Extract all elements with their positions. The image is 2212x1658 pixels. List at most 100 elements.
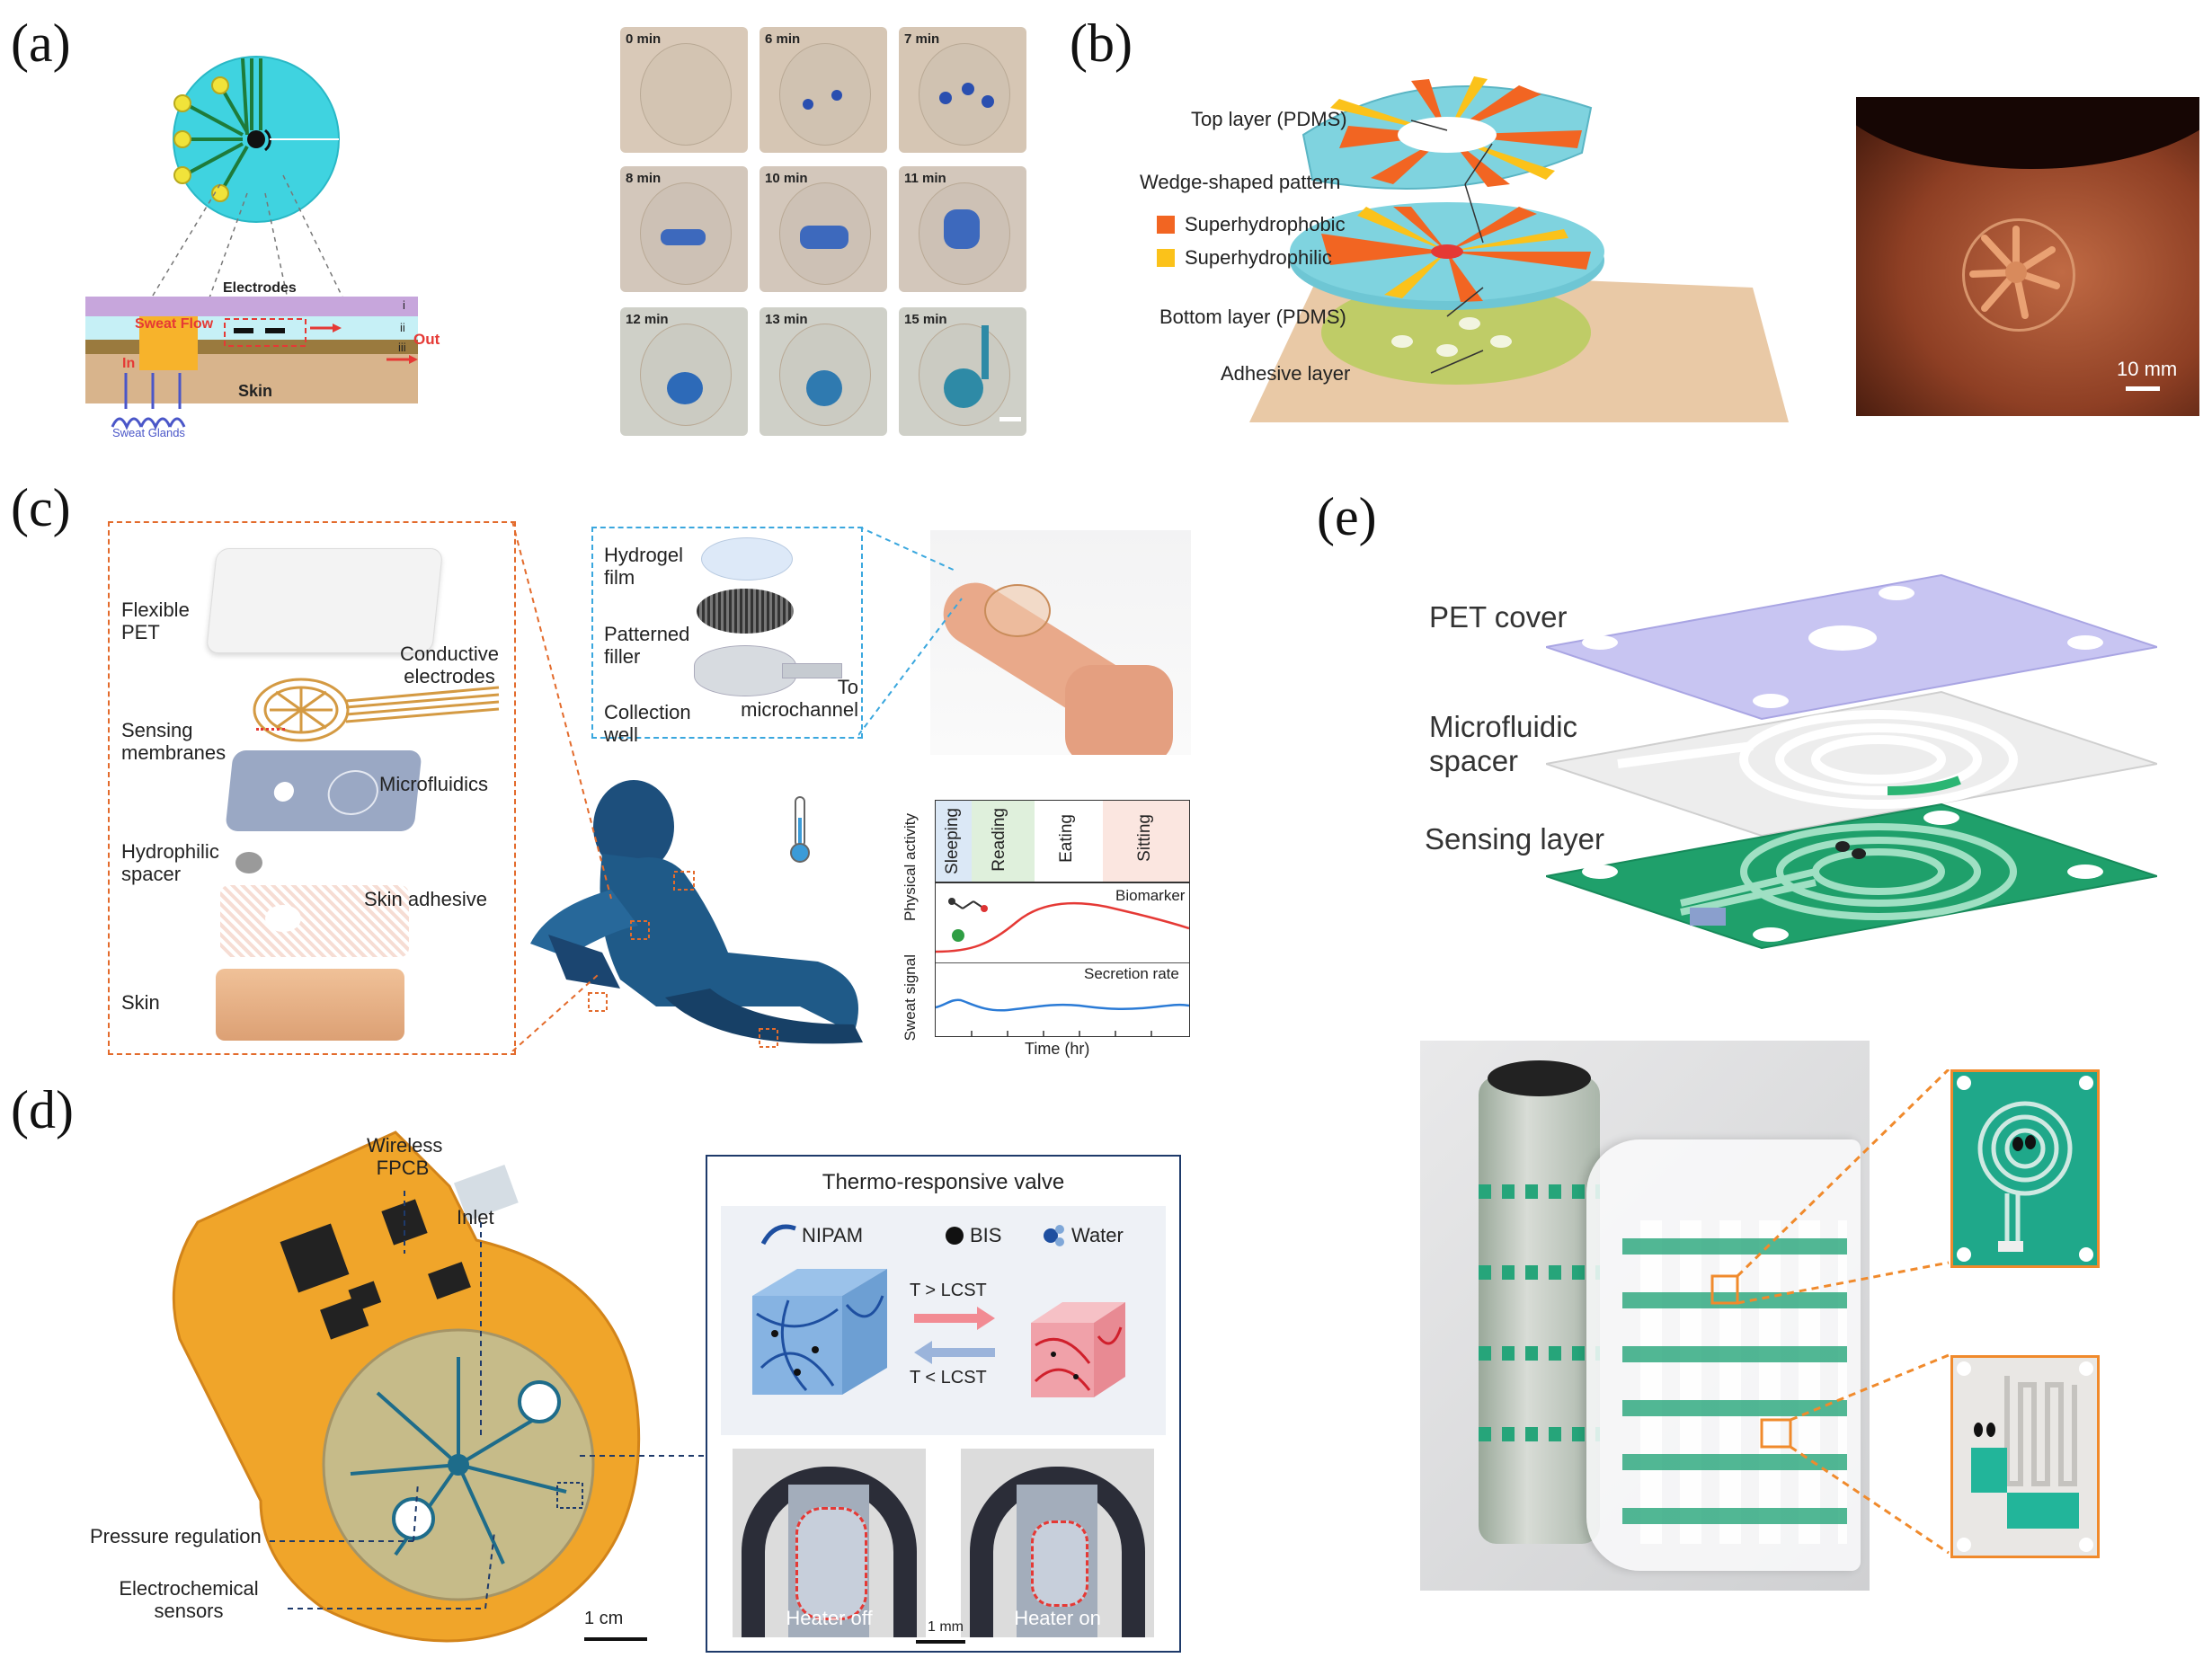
fpcb-scale-bar xyxy=(584,1637,647,1641)
collection-well-inset xyxy=(591,527,863,739)
callout-inlet: Inlet xyxy=(457,1206,494,1228)
layered-device-illustration xyxy=(1249,72,1789,431)
timelapse-tile: 0 min xyxy=(620,27,748,153)
plot-ylabel-top: Physical activity xyxy=(902,813,919,921)
legend-nipam: NIPAM xyxy=(802,1224,864,1246)
timelapse-tile: 15 min xyxy=(899,307,1026,436)
sweat-glands-label: Sweat Glands xyxy=(112,426,185,439)
swollen-hydrogel-cube xyxy=(752,1269,887,1395)
hydrophilic-spacer-layer xyxy=(235,852,262,873)
roll-to-roll-photo xyxy=(1420,1041,1870,1591)
label-collection-well: Collection well xyxy=(604,701,691,747)
film-sheet xyxy=(1586,1139,1861,1571)
inlet-label: In xyxy=(122,356,136,371)
callout-wireless-fpcb: Wireless FPCB xyxy=(367,1134,443,1180)
secretion-curve xyxy=(936,998,1189,1012)
callout-superhydrophilic: Superhydrophilic xyxy=(1185,246,1332,269)
scale-bar xyxy=(2126,386,2160,391)
scale-bar-label: 10 mm xyxy=(2117,358,2178,380)
inset-leader-lines-e xyxy=(1710,1069,1950,1555)
transition-arrows xyxy=(914,1307,995,1364)
hydrogel-film xyxy=(701,537,793,581)
outlet-label: Out xyxy=(413,331,440,348)
sweat-channel xyxy=(139,316,198,370)
timelapse-grid: 0 min 6 min 7 min 8 min 10 min 11 min 12… xyxy=(620,27,1026,436)
skin-adhesive-layer xyxy=(220,885,409,957)
band-reading xyxy=(972,801,1035,882)
timelapse-tile: 8 min xyxy=(620,166,748,292)
label-sensing-membranes: Sensing membranes xyxy=(121,719,227,765)
skin-label: Skin xyxy=(238,382,273,400)
valve-scale-label: 1 mm xyxy=(928,1619,964,1635)
water-icon xyxy=(1044,1225,1064,1246)
timelapse-tile: 7 min xyxy=(899,27,1026,153)
timelapse-tile: 11 min xyxy=(899,166,1026,292)
stack-leader-lines xyxy=(511,521,612,1051)
callout-bottom-layer: Bottom layer (PDMS) xyxy=(1159,306,1346,328)
callout-adhesive-layer: Adhesive layer xyxy=(1221,362,1351,385)
timelapse-tile: 10 min xyxy=(760,166,887,292)
fpcb-scale-label: 1 cm xyxy=(584,1609,624,1628)
callout-wedge-pattern: Wedge-shaped pattern xyxy=(1140,171,1341,193)
heater-on-label: Heater on xyxy=(1014,1607,1101,1629)
timelapse-tile: 13 min xyxy=(760,307,887,436)
inset-spiral-sensor xyxy=(1950,1069,2100,1268)
skin-layer-block xyxy=(216,969,404,1041)
band-eating xyxy=(1035,801,1103,882)
label-patterned-filler: Patterned filler xyxy=(604,623,690,669)
label-hydrogel-film: Hydrogel film xyxy=(604,544,684,590)
label-skin: Skin xyxy=(121,991,160,1014)
panel-a-label: (a) xyxy=(11,13,71,73)
label-skin-adhesive: Skin adhesive xyxy=(364,888,487,910)
callout-top-layer: Top layer (PDMS) xyxy=(1191,108,1347,130)
nipam-icon xyxy=(761,1224,796,1246)
layer-ii-label: ii xyxy=(400,321,405,334)
label-microfluidic-spacer: Microfluidic spacer xyxy=(1429,710,1578,777)
superhydrophilic-swatch xyxy=(1157,249,1175,267)
collapsed-hydrogel-cube xyxy=(1031,1302,1125,1397)
inset-leader-lines xyxy=(858,527,963,736)
legend-water: Water xyxy=(1071,1224,1124,1246)
layer-i-label: i xyxy=(403,298,405,312)
panel-d-label: (d) xyxy=(11,1080,74,1139)
thermometer-icon xyxy=(790,796,810,863)
thermo-valve-box: Thermo-responsive valve NIPAM BIS Water … xyxy=(706,1155,1181,1653)
layer-iii-label: iii xyxy=(398,341,406,354)
callout-leader-lines xyxy=(1410,120,1493,374)
panel-c-label: (c) xyxy=(11,478,71,537)
roll-cylinder xyxy=(1479,1060,1600,1544)
electrodes-label: Electrodes xyxy=(223,280,297,296)
panel-b-label: (b) xyxy=(1070,13,1133,73)
biomarker-curve xyxy=(936,901,1189,953)
skin-photo: 10 mm xyxy=(1856,97,2199,416)
band-sleeping xyxy=(936,801,972,882)
microchannel-stub xyxy=(782,663,842,678)
callout-pressure-regulation: Pressure regulation xyxy=(90,1525,262,1547)
panel-a-diagram xyxy=(76,49,436,445)
activity-plot: Sleeping Reading Eating Sitting Biomarke… xyxy=(935,800,1190,1037)
electrodes-layer xyxy=(253,678,500,742)
person-silhouette xyxy=(530,780,863,1048)
bis-icon xyxy=(946,1227,964,1245)
layer-i xyxy=(85,297,418,316)
heater-off-photo: Heater off xyxy=(733,1449,926,1637)
series-biomarker-label: Biomarker xyxy=(1115,887,1186,904)
fpcb-leader-lines xyxy=(270,1191,706,1609)
spacer-layer xyxy=(1546,690,2157,838)
band-sitting xyxy=(1103,801,1189,882)
series-secretion-label: Secretion rate xyxy=(1084,965,1179,982)
label-sensing-layer: Sensing layer xyxy=(1425,822,1604,856)
transition-cooling: T < LCST xyxy=(910,1368,987,1388)
fpcb-device xyxy=(172,1130,641,1643)
heater-off-label: Heater off xyxy=(786,1607,873,1629)
callout-electrochemical-sensors: Electrochemical sensors xyxy=(119,1577,259,1623)
superhydrophobic-swatch xyxy=(1157,216,1175,234)
heater-on-photo: Heater on xyxy=(961,1449,1154,1637)
transition-heating: T > LCST xyxy=(910,1281,987,1300)
plot-ylabel-bottom: Sweat signal xyxy=(902,954,919,1042)
label-microfluidics: Microfluidics xyxy=(379,773,489,795)
pet-layer xyxy=(205,548,444,653)
label-to-microchannel: To microchannel xyxy=(741,676,858,722)
callout-superhydrophobic: Superhydrophobic xyxy=(1185,213,1346,235)
timelapse-tile: 12 min xyxy=(620,307,748,436)
